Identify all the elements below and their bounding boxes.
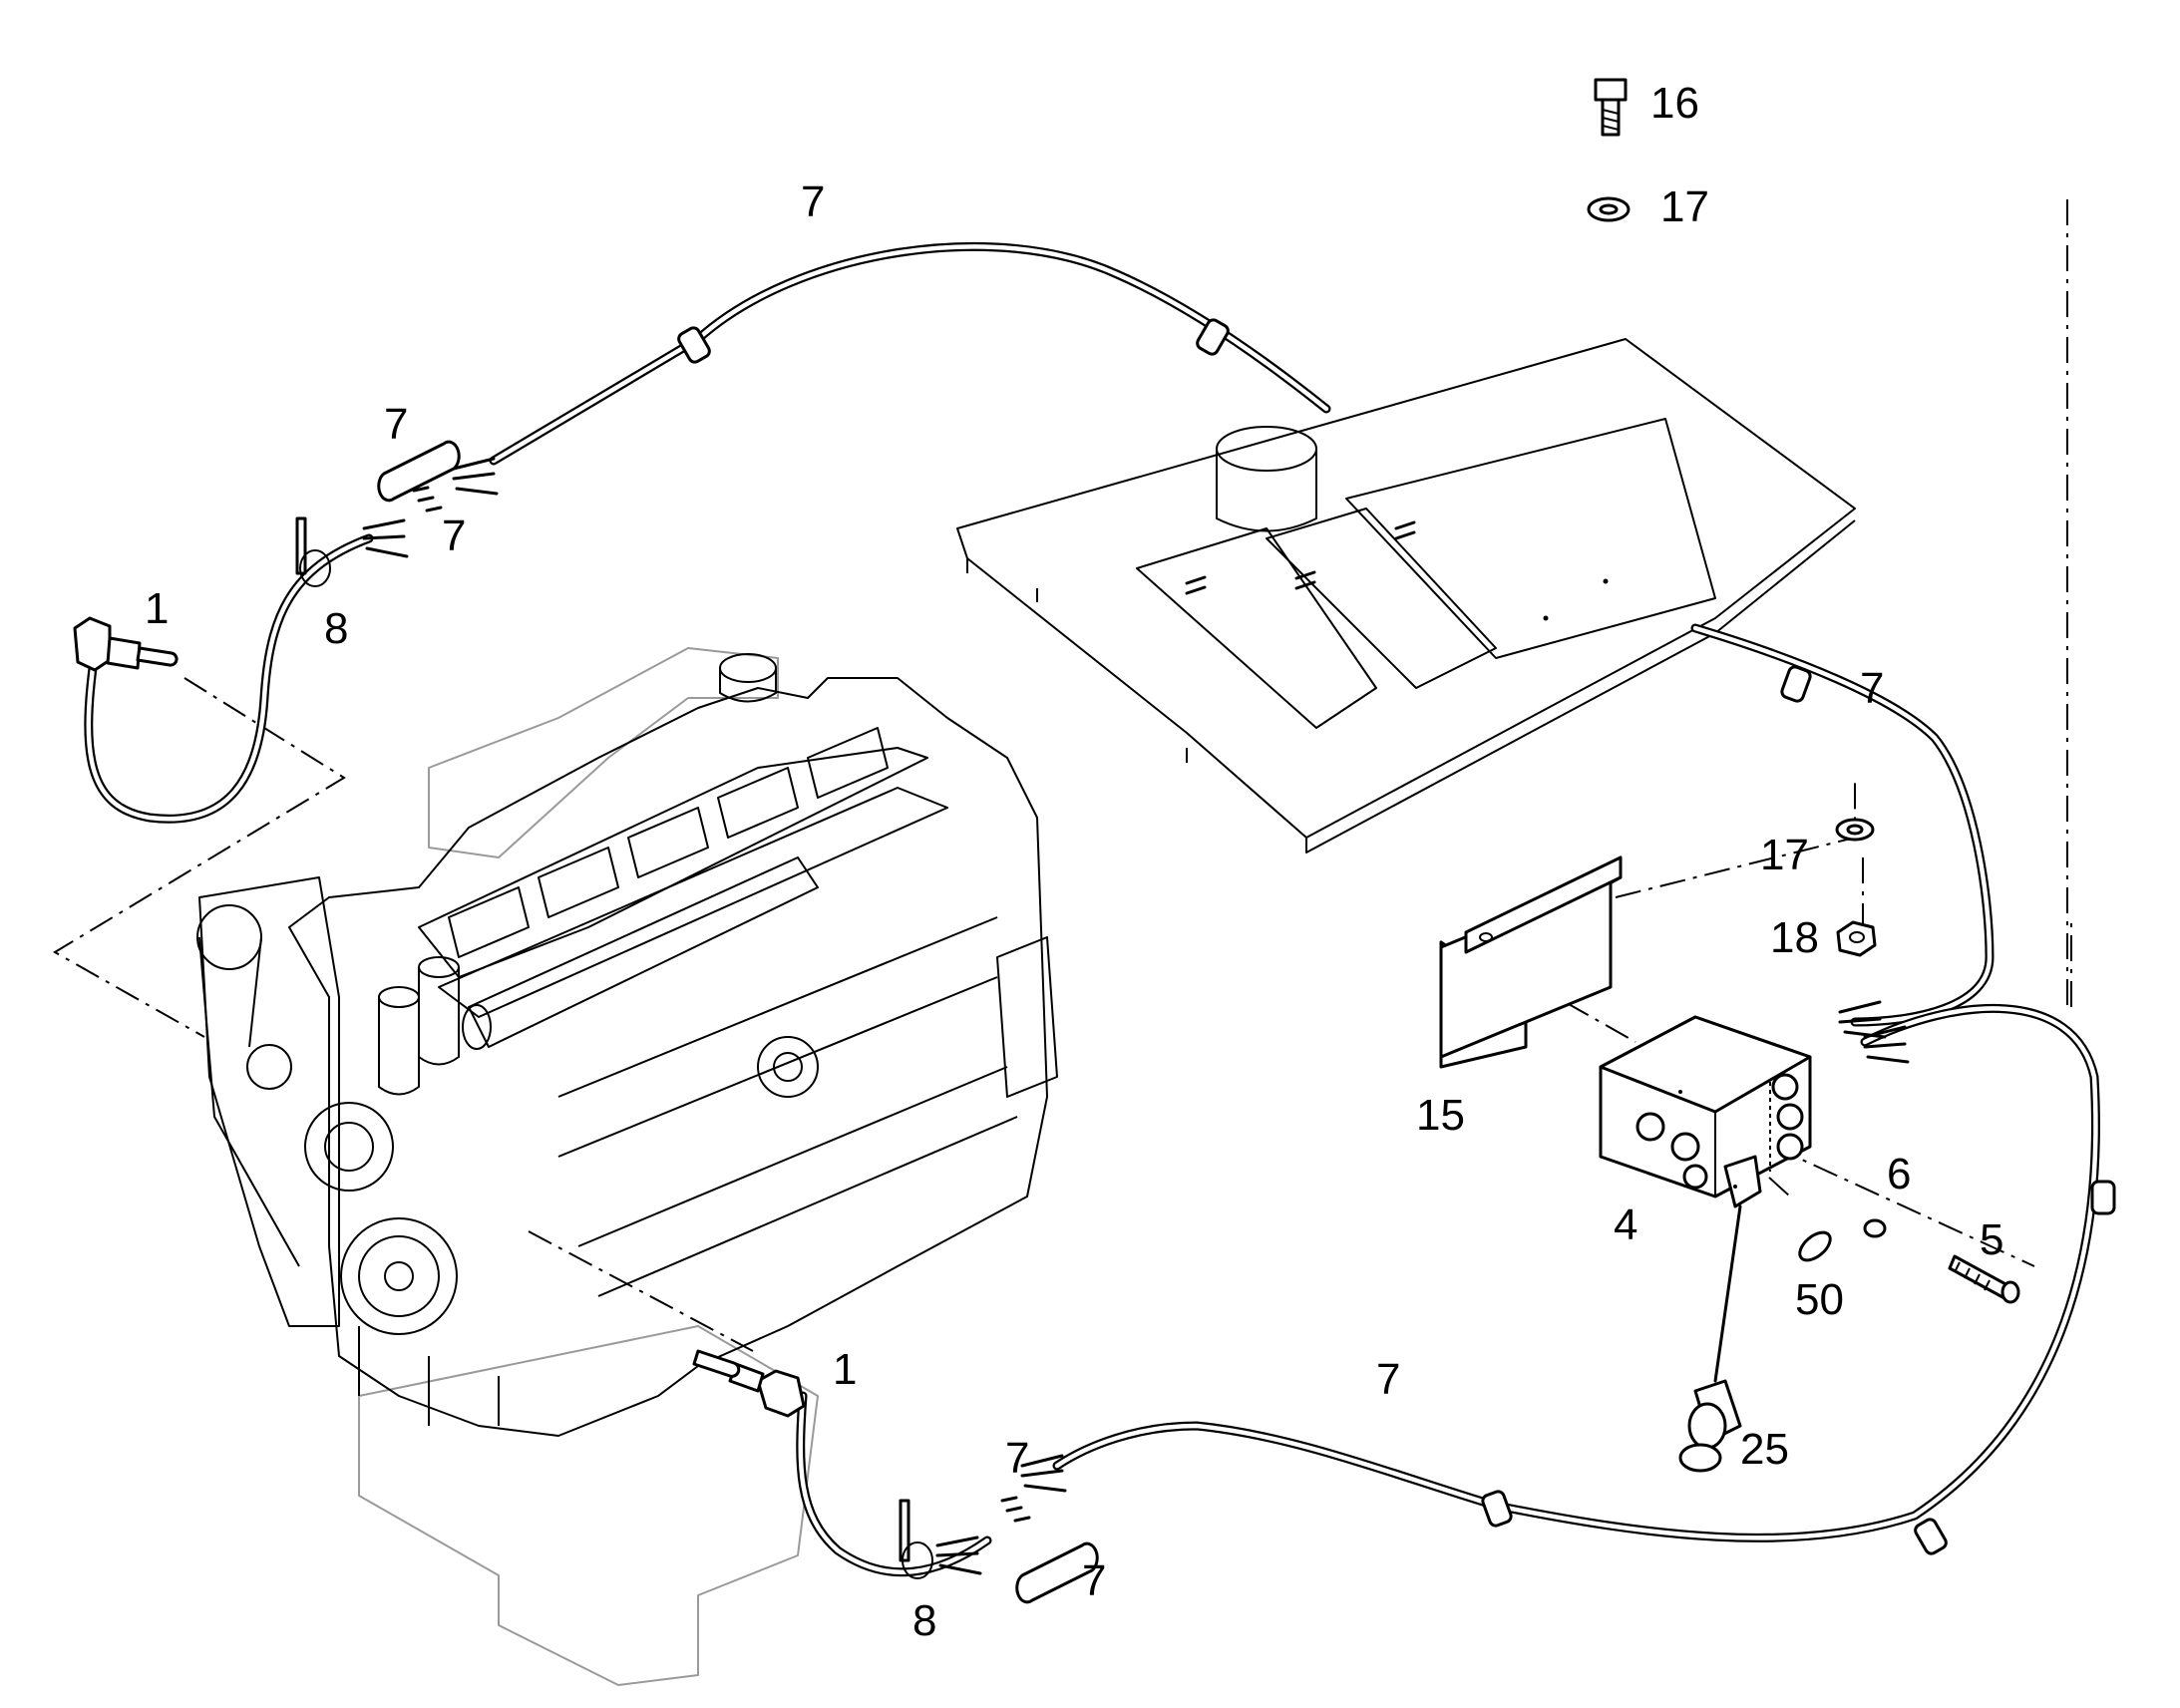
callout-washer-top: 17 xyxy=(1660,182,1709,231)
callout-sensor-right: 1 xyxy=(833,1345,857,1394)
callout-wires-bottom: 7 xyxy=(1005,1434,1029,1483)
callout-washer-mid: 17 xyxy=(1760,831,1809,879)
callout-washer-small: 6 xyxy=(1887,1150,1911,1198)
callout-wires-top: 7 xyxy=(442,512,466,560)
callouts: 1 1 4 5 6 7 7 7 7 7 7 7 8 8 15 16 17 17 … xyxy=(145,79,2003,1645)
leader-lines xyxy=(53,199,2072,1352)
callout-screw: 5 xyxy=(1980,1215,2003,1264)
cable-harness xyxy=(84,242,2116,1577)
callout-sleeve-bottom: 7 xyxy=(1082,1556,1106,1605)
callout-tie-top: 8 xyxy=(324,604,348,653)
callout-connector: 25 xyxy=(1740,1425,1789,1474)
callout-bracket: 15 xyxy=(1416,1091,1465,1140)
callout-cable-bottom: 7 xyxy=(1376,1355,1400,1404)
callout-box: 4 xyxy=(1614,1200,1637,1249)
callout-tie-bottom: 8 xyxy=(912,1596,936,1645)
callout-nut: 18 xyxy=(1770,913,1819,962)
callout-bolt: 16 xyxy=(1650,79,1699,128)
callout-cable-right: 7 xyxy=(1860,664,1884,713)
callout-cap: 50 xyxy=(1795,1275,1844,1324)
callout-sensor-left: 1 xyxy=(145,584,169,633)
callout-cable-top: 7 xyxy=(801,177,825,226)
parts xyxy=(73,78,2020,1604)
engine-illustration xyxy=(196,647,1058,1686)
callout-sleeve-top: 7 xyxy=(384,400,408,449)
cover-panel xyxy=(956,338,1856,854)
